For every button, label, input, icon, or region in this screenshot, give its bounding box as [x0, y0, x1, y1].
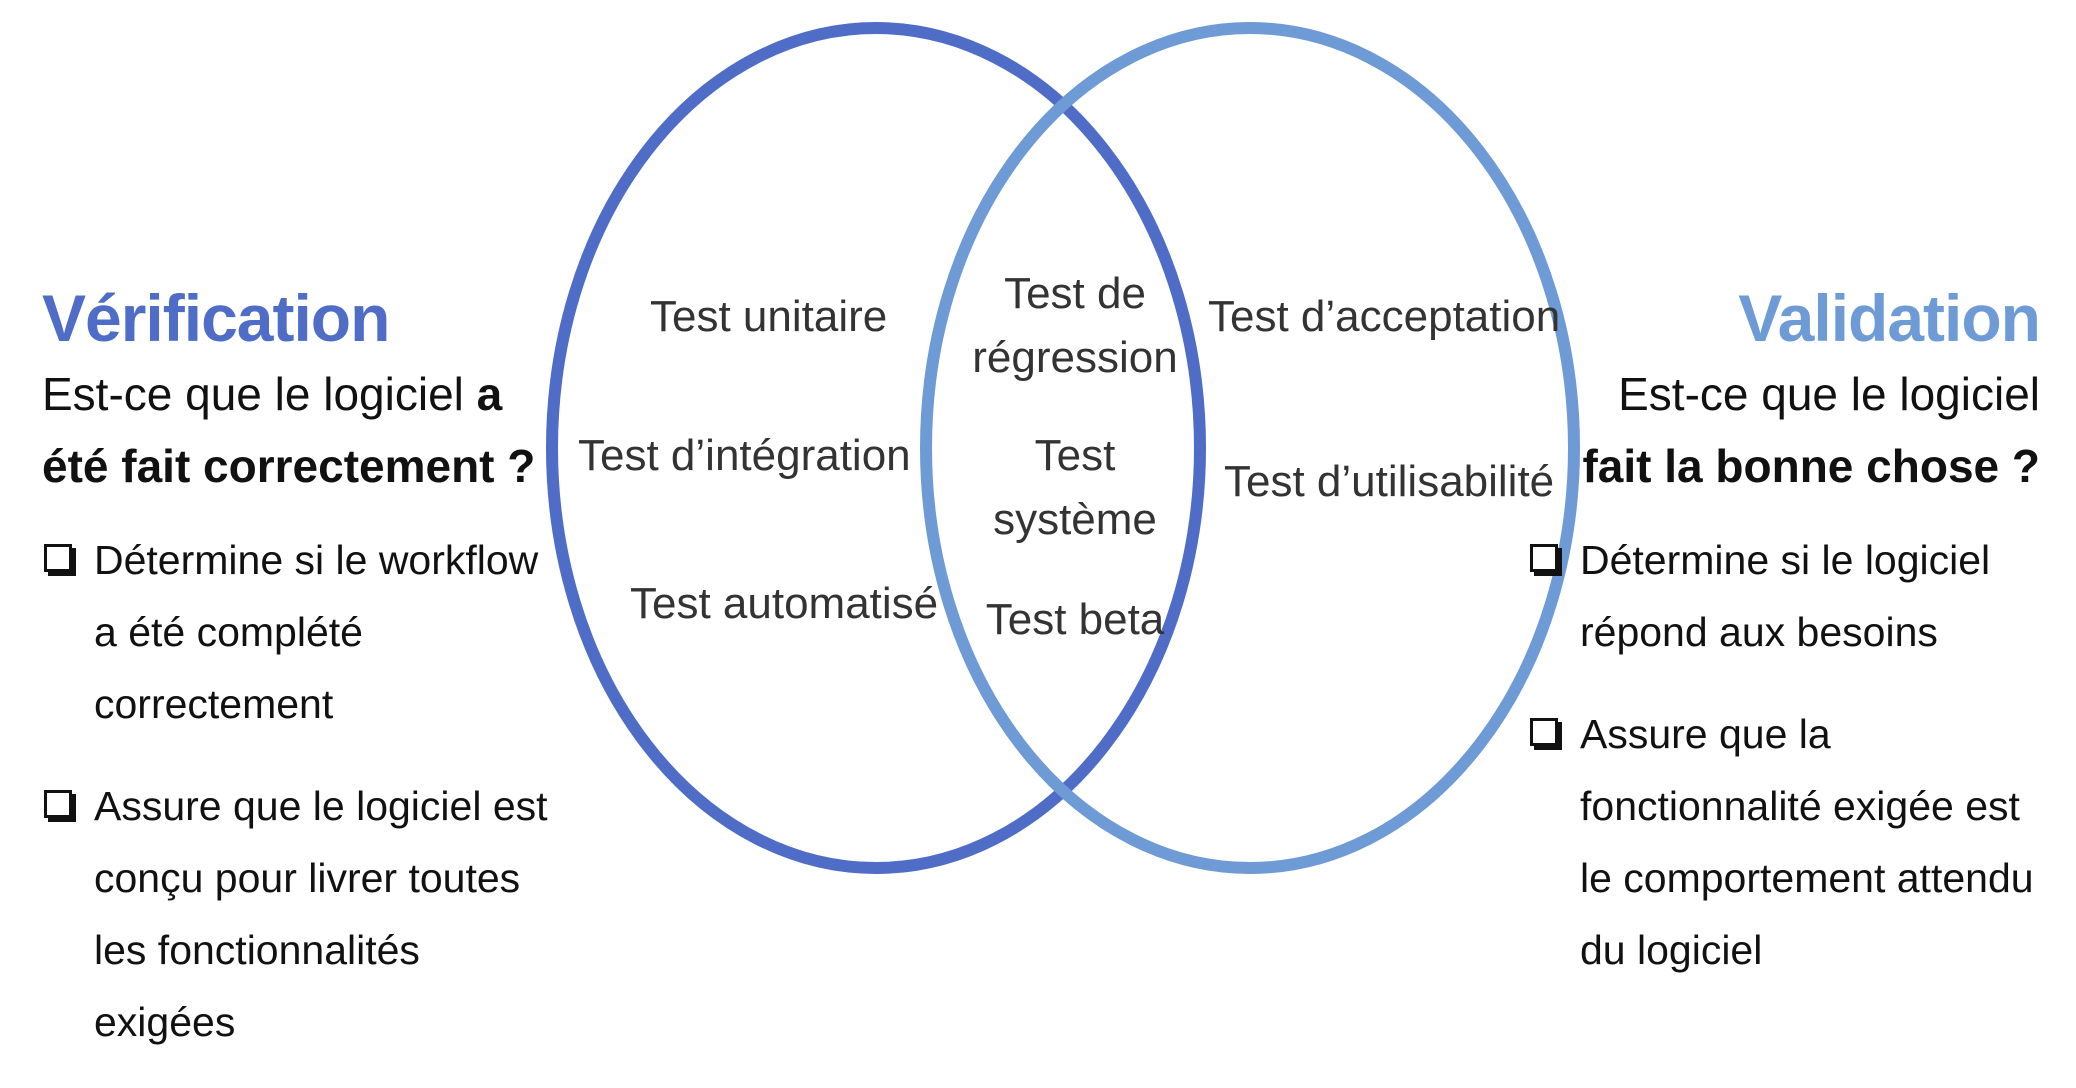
venn-label-test-acceptation: Test d’acceptation [1208, 292, 1561, 341]
validation-bullet-text: Assure que la fonctionnalité exigée est … [1580, 711, 2034, 973]
verification-bullet-text: Assure que le logiciel est conçu pour li… [94, 783, 548, 1045]
venn-diagram [546, 22, 1580, 874]
validation-question-text: Est-ce que le logiciel [1618, 368, 2040, 420]
validation-circle [920, 22, 1580, 874]
venn-label-test-unitaire: Test unitaire [650, 292, 888, 341]
checkbox-icon [44, 544, 72, 572]
validation-question-bold: fait la bonne chose ? [1582, 440, 2040, 492]
venn-label-test-utilisabilite: Test d’utilisabilité [1224, 457, 1555, 506]
verification-bullet-text: Détermine si le workflow a été complété … [94, 537, 539, 727]
verification-bullet-list: Détermine si le workflow a été complété … [42, 524, 562, 1058]
checkbox-icon [1530, 544, 1558, 572]
verification-question-text: Est-ce que le logiciel [42, 368, 477, 420]
venn-label-test-beta: Test beta [985, 595, 1165, 644]
validation-bullet: Détermine si le logiciel répond aux beso… [1528, 524, 2040, 668]
venn-label-test-systeme: Test système [993, 431, 1157, 544]
checkbox-icon [44, 790, 72, 818]
verification-circle [546, 22, 1206, 874]
verification-panel: Vérification Est-ce que le logiciel a ét… [42, 280, 562, 1088]
verification-bullet: Détermine si le workflow a été complété … [42, 524, 562, 740]
checkbox-icon [1530, 718, 1558, 746]
verification-question: Est-ce que le logiciel a été fait correc… [42, 358, 562, 502]
venn-label-test-automatise: Test automatisé [630, 579, 939, 628]
validation-panel: Validation Est-ce que le logiciel fait l… [1480, 280, 2041, 1016]
validation-bullet-list: Détermine si le logiciel répond aux beso… [1528, 524, 2040, 986]
verification-question-bold-a: a [476, 368, 503, 420]
validation-title: Validation [1738, 281, 2041, 355]
validation-bullet: Assure que la fonctionnalité exigée est … [1528, 698, 2040, 986]
verification-title: Vérification [42, 281, 390, 355]
venn-label-test-regression: Test de régression [972, 269, 1178, 382]
validation-bullet-text: Détermine si le logiciel répond aux beso… [1580, 537, 1991, 655]
verification-question-bold: été fait correctement ? [42, 440, 536, 492]
verification-bullet: Assure que le logiciel est conçu pour li… [42, 770, 562, 1058]
validation-question: Est-ce que le logiciel fait la bonne cho… [1480, 358, 2040, 502]
venn-label-test-integration: Test d’intégration [578, 431, 911, 480]
